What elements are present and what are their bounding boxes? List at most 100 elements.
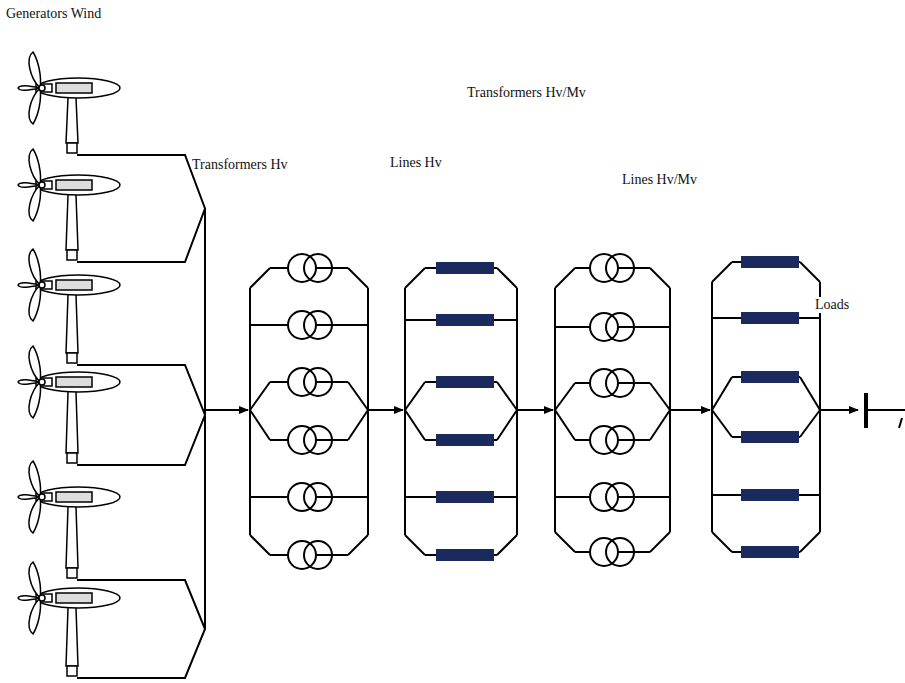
transformer-winding: [590, 483, 618, 511]
transformer-winding: [590, 369, 618, 397]
turbine-blade: [29, 149, 40, 185]
group-wire: [800, 410, 820, 437]
wind-turbine: [18, 52, 120, 153]
line-bar: [741, 312, 799, 324]
group-wire: [555, 383, 575, 410]
line-bar: [436, 262, 494, 274]
transformer-winding: [304, 426, 332, 454]
turbine-tower: [66, 295, 78, 353]
line-bar: [741, 371, 799, 383]
turbine-body: [56, 593, 92, 603]
turbine-body: [56, 377, 92, 387]
line-bar: [436, 376, 494, 388]
transformer-winding: [304, 483, 332, 511]
turbine-blade: [18, 495, 40, 500]
turbine-body: [56, 280, 92, 290]
transformer-winding: [288, 541, 316, 569]
wind-turbine: [18, 149, 120, 260]
line-bar: [741, 489, 799, 501]
group-wire: [348, 535, 368, 555]
line-bar: [436, 314, 494, 326]
transformer-winding: [590, 426, 618, 454]
group-wire: [348, 382, 368, 410]
transformer-winding: [590, 538, 618, 566]
turbine-base: [67, 143, 77, 153]
transformer-winding: [288, 311, 316, 339]
turbine-body: [56, 180, 92, 190]
stage-label: Transformers Hv/Mv: [467, 85, 586, 101]
transformer-winding: [304, 254, 332, 282]
turbine-tower: [66, 392, 78, 453]
turbine-nacelle: [36, 588, 120, 608]
group-wire: [348, 268, 368, 288]
turbine-blade: [18, 283, 40, 288]
transformer-winding: [304, 541, 332, 569]
group-wire: [405, 268, 425, 288]
group-wire: [712, 262, 732, 282]
turbine-hub-cap: [39, 595, 45, 601]
transformer-winding: [590, 313, 618, 341]
load-label: Loads: [813, 297, 851, 313]
stage-label: Lines Hv: [390, 155, 442, 171]
turbine-nacelle: [36, 275, 120, 295]
turbine-tower: [66, 608, 78, 666]
collector-wire: [77, 155, 205, 262]
turbine-blade: [18, 596, 40, 601]
collector-wire: [77, 580, 205, 678]
transformer-group: [555, 254, 670, 566]
group-wire: [800, 532, 820, 552]
group-wire: [250, 382, 270, 410]
turbine-blade: [29, 461, 40, 497]
transformer-winding: [288, 254, 316, 282]
group-wire: [405, 535, 425, 555]
transformer-winding: [288, 368, 316, 396]
turbine-hub-cap: [39, 85, 45, 91]
transformer-winding: [590, 254, 618, 282]
turbine-hub-cap: [39, 182, 45, 188]
flow-arrow: [820, 409, 858, 411]
load-mark: [899, 418, 902, 428]
group-wire: [650, 410, 670, 440]
group-wire: [650, 532, 670, 552]
transformer-winding: [304, 311, 332, 339]
turbine-nacelle: [36, 372, 120, 392]
flow-arrow: [670, 409, 710, 411]
transformer-winding: [606, 369, 634, 397]
turbine-nacelle: [36, 78, 120, 98]
turbine-blade: [29, 562, 40, 598]
group-wire: [405, 410, 425, 440]
line-bar: [741, 546, 799, 558]
legend-title: Generators Wind: [6, 6, 101, 22]
transformer-winding: [304, 368, 332, 396]
turbine-blade: [29, 382, 40, 418]
group-wire: [497, 535, 517, 555]
turbine-blade: [18, 86, 40, 91]
turbine-blade: [18, 183, 40, 188]
wind-turbine: [18, 461, 120, 578]
group-wire: [250, 535, 270, 555]
group-wire: [712, 410, 732, 437]
turbine-hub-cap: [39, 379, 45, 385]
turbine-blade: [29, 88, 40, 124]
group-wire: [712, 377, 732, 410]
group-wire: [650, 268, 670, 288]
group-wire: [555, 268, 575, 288]
turbine-blade: [29, 346, 40, 382]
turbine-body: [56, 492, 92, 502]
transformer-group: [250, 254, 368, 569]
line-group: [405, 262, 517, 561]
group-wire: [497, 268, 517, 288]
group-wire: [555, 532, 575, 552]
group-wire: [405, 382, 425, 410]
turbine-base: [67, 568, 77, 578]
group-wire: [250, 410, 270, 440]
turbine-body: [56, 83, 92, 93]
group-wire: [348, 410, 368, 440]
turbine-hub-cap: [39, 282, 45, 288]
turbine-base: [67, 666, 77, 676]
turbine-blade: [29, 52, 40, 88]
turbine-blade: [29, 285, 40, 321]
group-wire: [712, 532, 732, 552]
turbine-base: [67, 453, 77, 463]
